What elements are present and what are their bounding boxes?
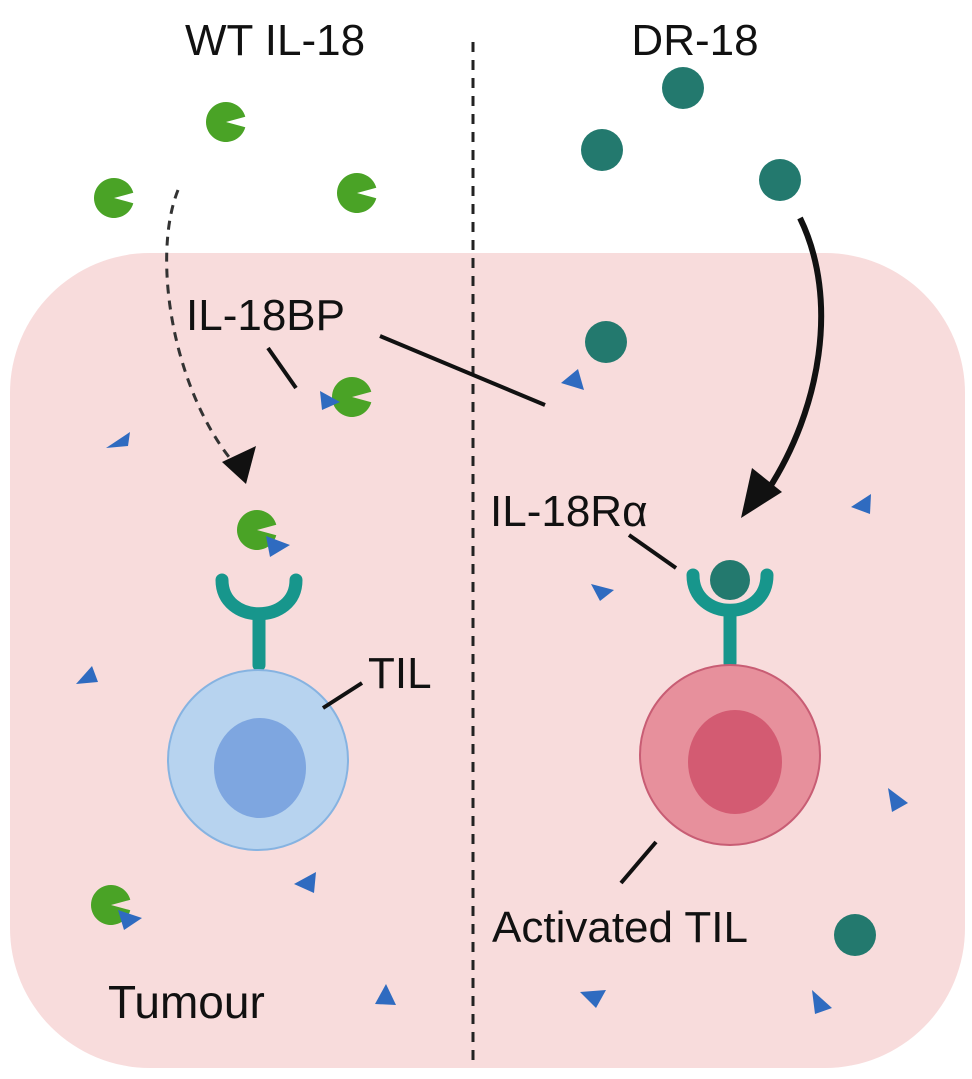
il18bp-molecule <box>561 369 584 390</box>
til-leader <box>321 681 364 710</box>
il18bp-molecule <box>812 990 832 1014</box>
il18bp-bound <box>320 391 340 410</box>
dr18-molecule <box>759 159 801 201</box>
til-label: TIL <box>368 649 432 698</box>
il18ra-label: IL-18Rα <box>490 487 648 536</box>
activated-til-label: Activated TIL <box>492 903 748 952</box>
dr18-bound-receptor <box>710 560 750 600</box>
il18bp-near-receptor <box>266 536 290 557</box>
wt-dashed-arrow <box>165 189 242 472</box>
wt-il18-molecule <box>93 177 134 218</box>
til-nucleus <box>214 718 306 818</box>
il18bp-molecules <box>76 369 908 1014</box>
il18bp-molecule <box>580 990 606 1008</box>
il18bp-molecule <box>375 984 396 1005</box>
wt-il18-molecule <box>205 102 246 143</box>
tumour-label: Tumour <box>108 976 265 1028</box>
il18bp-leader-long <box>379 334 546 407</box>
wt-arrowhead <box>222 446 256 484</box>
til-receptor <box>215 573 303 672</box>
il18bp-molecule <box>888 788 908 812</box>
wt-il18-molecule <box>336 172 377 213</box>
dr18-molecule <box>662 67 704 109</box>
il18bp-leader-short <box>266 346 298 390</box>
activated-til-nucleus <box>688 710 782 814</box>
dr18-solid-arrow <box>765 216 825 492</box>
il18bp-molecule <box>76 666 98 684</box>
dr18-arrowhead <box>741 468 782 518</box>
activated-receptor <box>686 568 774 670</box>
tumour-region <box>10 253 965 1068</box>
il18bp-molecule <box>294 872 316 893</box>
dr18-molecule <box>834 914 876 956</box>
il18bp-molecule <box>106 432 130 448</box>
wt-il18-near-receptor <box>236 510 277 550</box>
dr18-molecules <box>581 67 876 956</box>
il18bp-molecule <box>591 584 614 601</box>
il18bp-label: IL-18BP <box>186 291 345 340</box>
il18ra-leader <box>627 533 678 570</box>
il18bp-molecule <box>851 494 871 514</box>
wt-il18-bound <box>331 377 372 417</box>
right-header: DR-18 <box>631 16 758 65</box>
activated-til-leader <box>619 840 658 885</box>
wt-il18-molecules <box>93 102 377 218</box>
dr18-molecule <box>581 129 623 171</box>
left-header: WT IL-18 <box>185 16 365 65</box>
dr18-molecule <box>585 321 627 363</box>
il18bp-bound-lower <box>118 910 142 930</box>
